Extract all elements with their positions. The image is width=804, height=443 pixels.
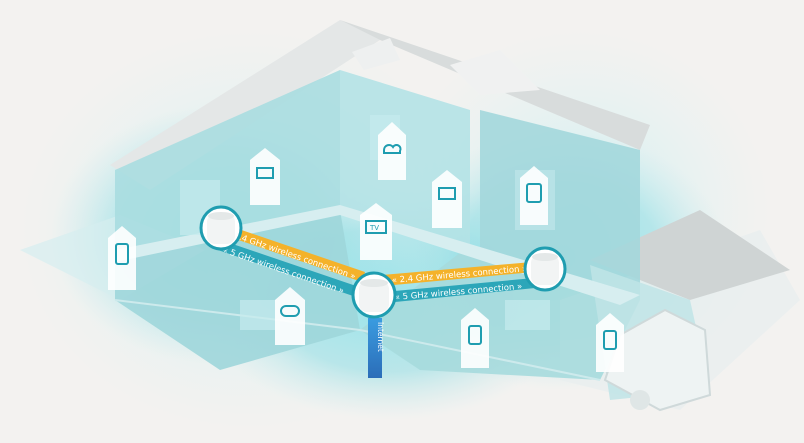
internet-line (368, 318, 382, 378)
router-icon (199, 205, 243, 251)
link-left-5g (212, 238, 362, 298)
game-controller-icon (275, 287, 305, 345)
tablet-icon (520, 166, 548, 225)
computer-icon (250, 148, 280, 205)
link-right-5g (384, 278, 535, 303)
tv-badge-label: TV (369, 224, 379, 232)
computer-icon (432, 170, 462, 228)
link-left-2g (215, 222, 365, 282)
link-right-2g (382, 262, 533, 286)
tv-icon: TV (360, 203, 392, 260)
smartphone-icon (461, 308, 489, 368)
router-icon (523, 246, 567, 292)
smartphone-icon (108, 226, 136, 290)
smartphone-icon (596, 313, 624, 372)
cloud-icon (378, 122, 406, 180)
router-icon (351, 271, 397, 319)
internet-label: Internet (376, 322, 385, 352)
